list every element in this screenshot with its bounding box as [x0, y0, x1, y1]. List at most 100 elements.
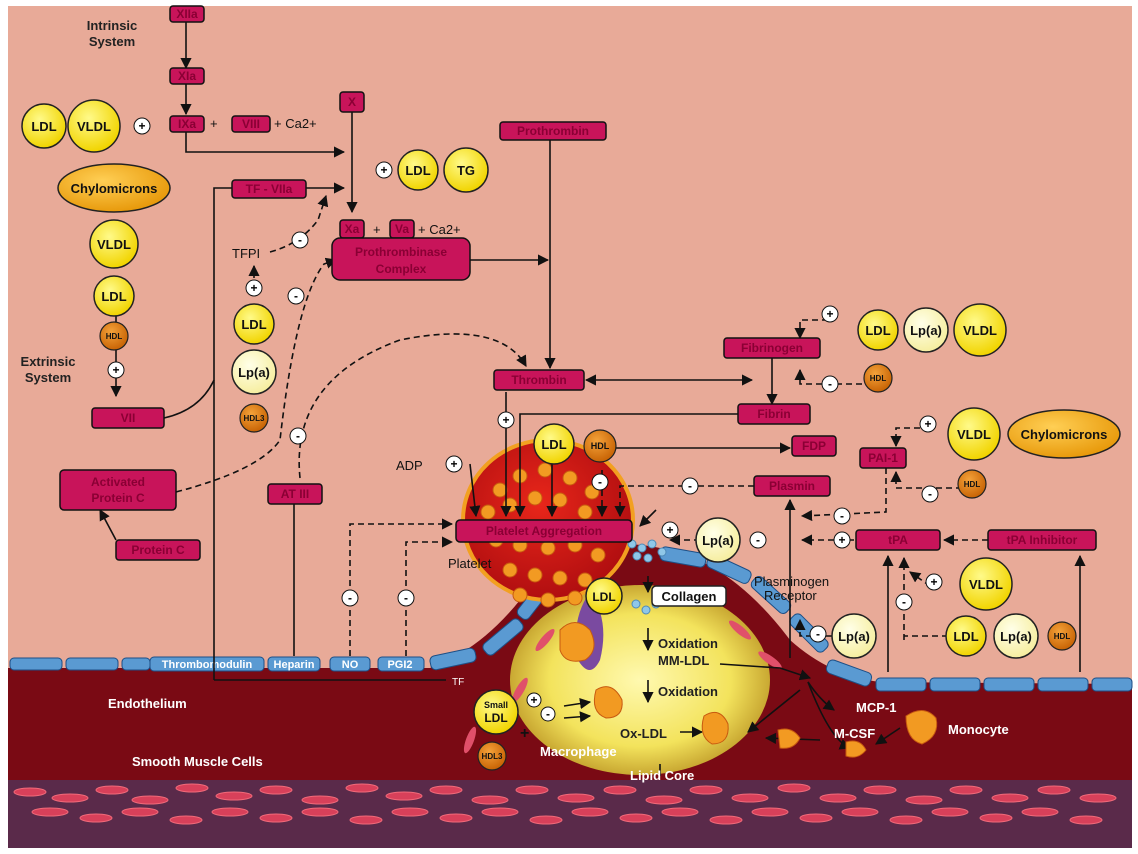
svg-text:-: - — [598, 475, 602, 489]
svg-text:Collagen: Collagen — [662, 589, 717, 604]
svg-text:Fibrin: Fibrin — [757, 407, 790, 421]
monocyte-label: Monocyte — [948, 722, 1009, 737]
svg-text:+: + — [930, 575, 937, 589]
factor-tpa: tPA — [856, 530, 940, 550]
factor-xia: XIa — [170, 68, 204, 84]
tf-label: TF — [452, 677, 464, 688]
svg-text:VLDL: VLDL — [957, 427, 991, 442]
svg-text:+: + — [502, 413, 509, 427]
svg-text:HDL: HDL — [870, 374, 887, 383]
ldl-platelet: LDL — [534, 424, 574, 464]
vldl-top-left: VLDL — [68, 100, 120, 152]
macrophage-label: Macrophage — [540, 744, 617, 759]
ca-label-2: + Ca2+ — [418, 222, 461, 237]
adp-label: ADP — [396, 458, 423, 473]
chylomicrons-left: Chylomicrons — [58, 164, 170, 212]
mm-ldl-label: MM-LDL — [658, 653, 709, 668]
svg-text:LDL: LDL — [405, 163, 430, 178]
svg-text:LDL: LDL — [865, 323, 890, 338]
svg-text:X: X — [348, 95, 356, 109]
factor-protein-c: Protein C — [116, 540, 200, 560]
lipid-core-label: Lipid Core — [630, 768, 694, 783]
vldl-fibrinogen: VLDL — [954, 304, 1006, 356]
svg-text:-: - — [928, 487, 932, 501]
chylomicrons-right: Chylomicrons — [1008, 410, 1120, 458]
svg-text:VLDL: VLDL — [963, 323, 997, 338]
svg-text:HDL: HDL — [591, 441, 610, 451]
heparin-label: Heparin — [274, 659, 315, 671]
plus-x-label: + — [373, 222, 381, 237]
vldl-left: VLDL — [90, 220, 138, 268]
svg-text:LDL: LDL — [541, 437, 566, 452]
plasminogen-label-1: Plasminogen — [754, 574, 829, 589]
extrinsic-label-2: System — [25, 370, 71, 385]
svg-text:VIII: VIII — [242, 117, 260, 131]
svg-text:Protein C: Protein C — [131, 543, 185, 557]
svg-text:-: - — [348, 591, 352, 605]
svg-text:+: + — [924, 417, 931, 431]
svg-text:HDL3: HDL3 — [244, 414, 265, 423]
hdl3-plaque: HDL3 — [478, 742, 506, 770]
svg-text:Lp(a): Lp(a) — [1000, 629, 1032, 644]
svg-text:LDL: LDL — [484, 711, 507, 725]
plus-ix-label: + — [210, 116, 218, 131]
factor-tpa-inhibitor: tPA Inhibitor — [988, 530, 1096, 550]
mcsf-label: M-CSF — [834, 726, 875, 741]
ox-ldl-label: Ox-LDL — [620, 726, 667, 741]
svg-text:PAI-1: PAI-1 — [868, 451, 898, 465]
svg-text:-: - — [688, 479, 692, 493]
ldl-tpa: LDL — [946, 616, 986, 656]
svg-text:TF - VIIa: TF - VIIa — [246, 182, 293, 196]
hdl3-mid-left: HDL3 — [240, 404, 268, 432]
svg-text:Platelet Aggregation: Platelet Aggregation — [486, 524, 602, 538]
oxidation-label-1: Oxidation — [658, 636, 718, 651]
factor-prothrombin: Prothrombin — [500, 122, 606, 140]
svg-text:Lp(a): Lp(a) — [838, 629, 870, 644]
svg-text:Small: Small — [484, 700, 508, 710]
collagen-box: Collagen — [652, 586, 726, 606]
factor-vii: VII — [92, 408, 164, 428]
svg-text:+: + — [380, 163, 387, 177]
svg-text:TG: TG — [457, 163, 475, 178]
svg-text:Thrombin: Thrombin — [511, 373, 566, 387]
svg-text:LDL: LDL — [592, 590, 615, 604]
factor-plasmin: Plasmin — [754, 476, 830, 496]
factor-va: Va — [390, 220, 414, 238]
svg-text:HDL: HDL — [1054, 632, 1071, 641]
svg-text:-: - — [828, 377, 832, 391]
svg-text:Va: Va — [395, 222, 409, 236]
svg-text:Activated: Activated — [91, 475, 145, 489]
svg-text:-: - — [546, 707, 550, 721]
svg-text:-: - — [840, 509, 844, 523]
svg-text:+: + — [450, 457, 457, 471]
small-ldl: SmallLDL — [474, 690, 518, 734]
factor-fdp: FDP — [792, 436, 836, 456]
svg-text:+: + — [826, 307, 833, 321]
vldl-tpa: VLDL — [960, 558, 1012, 610]
svg-text:VII: VII — [121, 411, 136, 425]
factor-xiia: XIIa — [170, 6, 204, 22]
factor-fibrin: Fibrin — [738, 404, 810, 424]
tfpi-label: TFPI — [232, 246, 260, 261]
hdl-pai: HDL — [958, 470, 986, 498]
ca-label-1: + Ca2+ — [274, 116, 317, 131]
hdl-left: HDL — [100, 322, 128, 350]
svg-text:LDL: LDL — [101, 289, 126, 304]
svg-text:FDP: FDP — [802, 439, 826, 453]
ldl-top-left: LDL — [22, 104, 66, 148]
no-label: NO — [342, 659, 359, 671]
intrinsic-label-1: Intrinsic — [87, 18, 138, 33]
ldl-fibrinogen: LDL — [858, 310, 898, 350]
svg-text:Lp(a): Lp(a) — [910, 323, 942, 338]
endothelium-label: Endothelium — [108, 696, 187, 711]
hdl-platelet: HDL — [584, 430, 616, 462]
oxidation-label-2: Oxidation — [658, 684, 718, 699]
svg-text:+: + — [112, 363, 119, 377]
svg-text:XIa: XIa — [178, 69, 196, 83]
factor-xa: Xa — [340, 220, 364, 238]
svg-text:tPA: tPA — [888, 533, 908, 547]
vldl-pai: VLDL — [948, 408, 1000, 460]
platelet-aggregation-box: Platelet Aggregation — [456, 520, 632, 542]
ldl-plaque: LDL — [586, 578, 622, 614]
